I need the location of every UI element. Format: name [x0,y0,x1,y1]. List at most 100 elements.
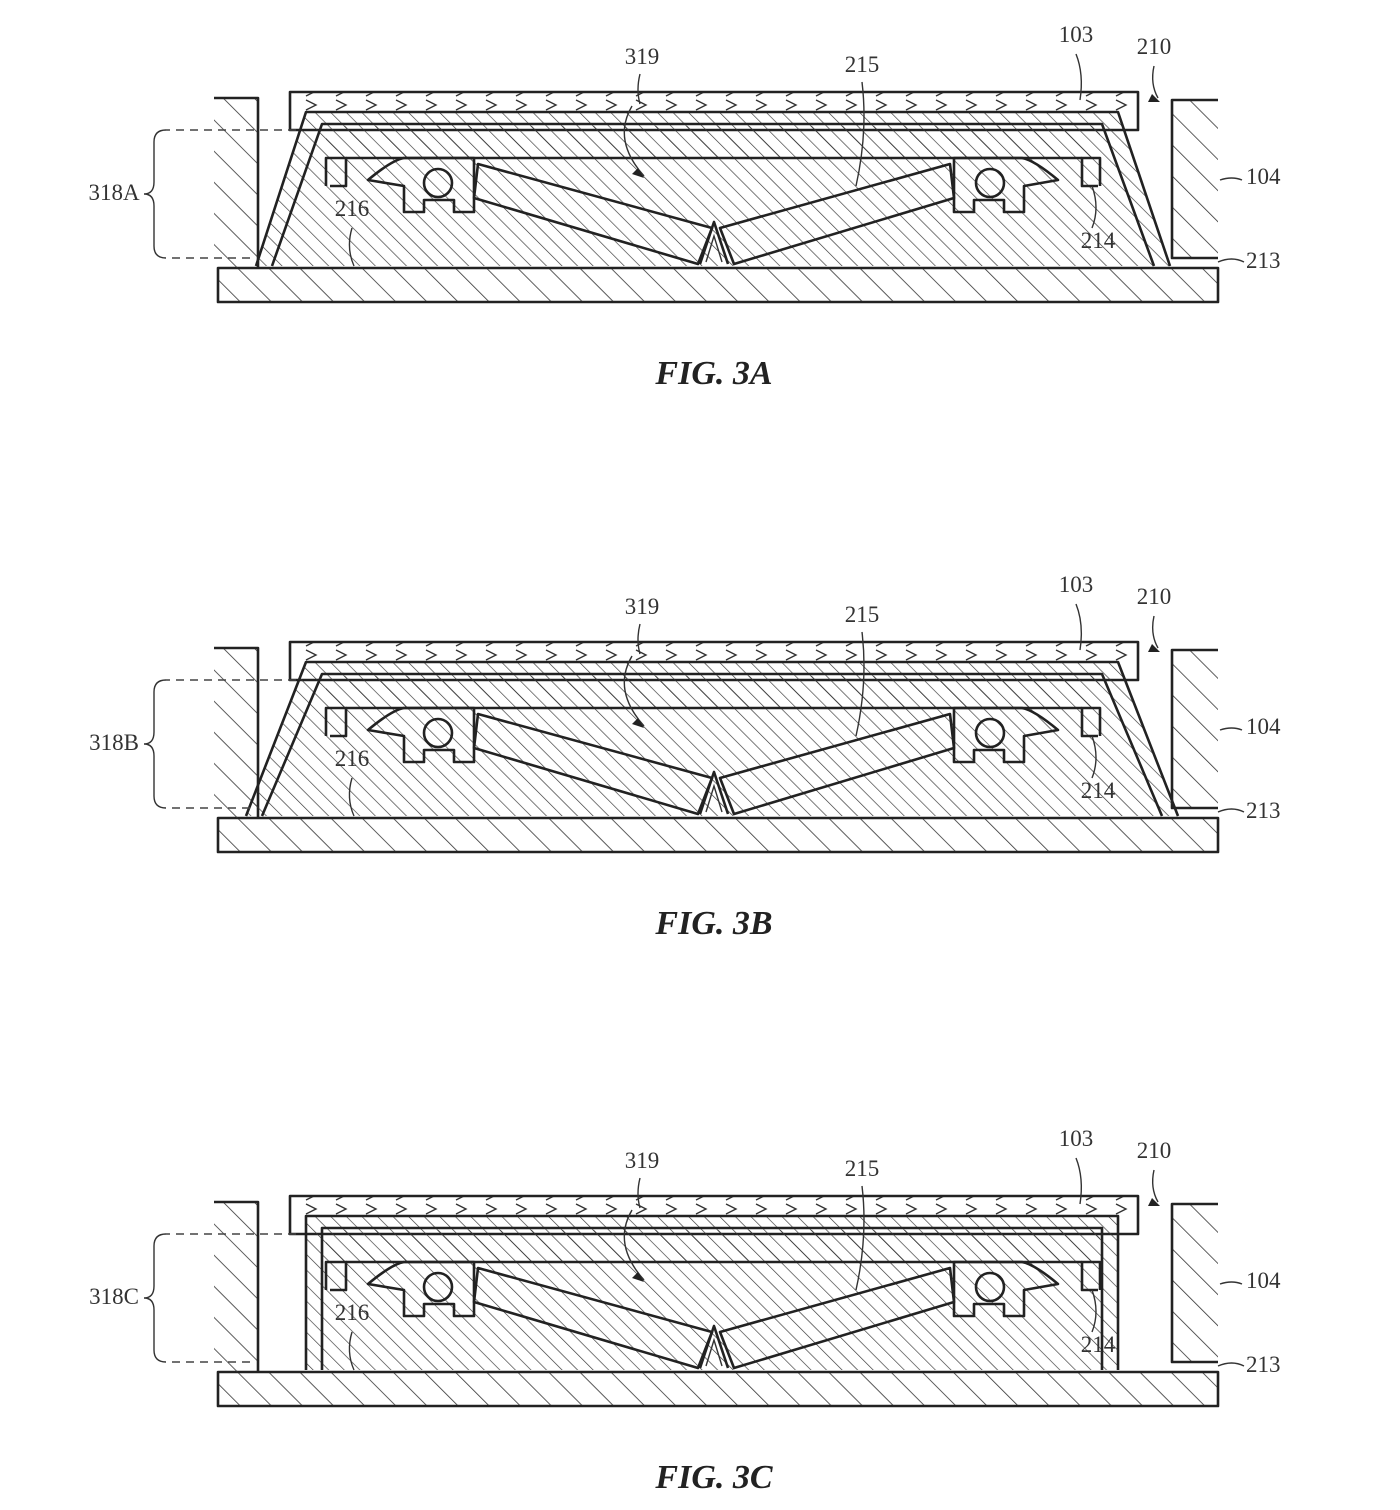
arrow-319 [632,168,644,178]
scissor-arm-left [472,1266,714,1370]
leader-214 [1091,185,1097,229]
hinge-block-left [366,156,476,214]
label-device: 210 [1137,584,1172,609]
leader-103 [1075,1157,1083,1205]
leader-215 [855,81,865,187]
label-cap: 103 [1059,22,1094,47]
housing-right-hatch [1172,650,1218,808]
carrier-hatch [326,1230,1100,1262]
membrane-inner [270,122,1156,267]
hinge-block-right [952,156,1060,214]
label-cap: 103 [1059,572,1094,597]
leader-103 [1075,603,1083,651]
label-substrate: 213 [1246,248,1281,273]
substrate-hatch [218,1372,1218,1406]
label-hinge: 215 [845,52,880,77]
label-device: 210 [1137,1138,1172,1163]
leader-216 [348,1331,355,1371]
membrane-inner [260,672,1164,817]
hinge-notch [698,770,730,815]
leader-210 [1151,615,1159,649]
label-right-layer: 214 [1081,228,1116,253]
housing-right-hatch [1172,1204,1218,1362]
housing-left-wall [214,96,260,268]
label-bracket: 318C [89,1284,139,1309]
leader-319a [637,73,641,105]
leader-213 [1217,258,1245,263]
housing-right-hatch [1172,100,1218,258]
label-left-layer: 216 [335,746,370,771]
arrow-210 [1148,94,1160,102]
leader-104 [1219,177,1243,181]
leader-216 [348,777,355,817]
scissor-arm-right [718,712,956,816]
scissor-arm-left [472,712,714,816]
pivot-left [422,167,454,199]
leader-214 [1091,1289,1097,1333]
membrane-outer-319 [254,110,1172,267]
label-bracket: 318B [89,730,139,755]
label-hinge: 215 [845,602,880,627]
arrow-210 [1148,1198,1160,1206]
pivot-left [422,717,454,749]
hinge-block-left [366,706,476,764]
hinge-block-left [366,1260,476,1318]
figure-caption: FIG. 3B [654,905,772,942]
label-substrate: 213 [1246,1352,1281,1377]
leader-215 [855,1185,865,1291]
label-housing: 104 [1246,714,1281,739]
membrane-outer-319 [244,660,1180,817]
housing-left-wall [214,1200,260,1372]
hinge-notch [698,1324,730,1369]
leader-104 [1219,727,1243,731]
label-left-layer: 216 [335,196,370,221]
housing-left-wall [214,646,260,818]
leader-210 [1151,65,1159,99]
substrate-hatch [218,268,1218,302]
substrate-213 [216,1370,1220,1408]
leader-213 [1217,1362,1245,1367]
leader-213 [1217,808,1245,813]
carrier-hatch [326,676,1100,708]
label-cap: 103 [1059,1126,1094,1151]
membrane-inner [320,1226,1104,1370]
label-device: 210 [1137,34,1172,59]
figure-caption: FIG. 3A [654,355,772,392]
label-housing: 104 [1246,164,1281,189]
pivot-right [974,167,1006,199]
substrate-213 [216,266,1220,304]
label-left-layer: 216 [335,1300,370,1325]
bracket-brace [143,679,167,809]
leader-210 [1151,1169,1159,1203]
scissor-arm-left [472,162,714,266]
leader-104 [1219,1281,1243,1285]
arrow-319 [632,1272,644,1282]
label-hinge: 215 [845,1156,880,1181]
hinge-block-right [952,1260,1060,1318]
label-right-layer: 214 [1081,1332,1116,1357]
carrier-hatch [326,126,1100,158]
housing-right-wall [1170,648,1218,810]
scissor-arm-right [718,162,956,266]
label-membrane: 319 [625,594,660,619]
housing-right-wall [1170,98,1218,260]
housing-left-hatch [214,98,258,268]
housing-right-wall [1170,1202,1218,1364]
hinge-notch [698,220,730,265]
label-housing: 104 [1246,1268,1281,1293]
hinge-notch-inner [705,1337,723,1367]
arrow-210 [1148,644,1160,652]
label-membrane: 319 [625,1148,660,1173]
label-membrane: 319 [625,44,660,69]
cap-pattern [290,642,1138,662]
figure-caption: FIG. 3C [654,1459,772,1496]
hinge-notch-inner [705,233,723,263]
housing-left-hatch [214,648,258,818]
leader-103 [1075,53,1083,101]
substrate-213 [216,816,1220,854]
pivot-right [974,1271,1006,1303]
scissor-arm-right [718,1266,956,1370]
